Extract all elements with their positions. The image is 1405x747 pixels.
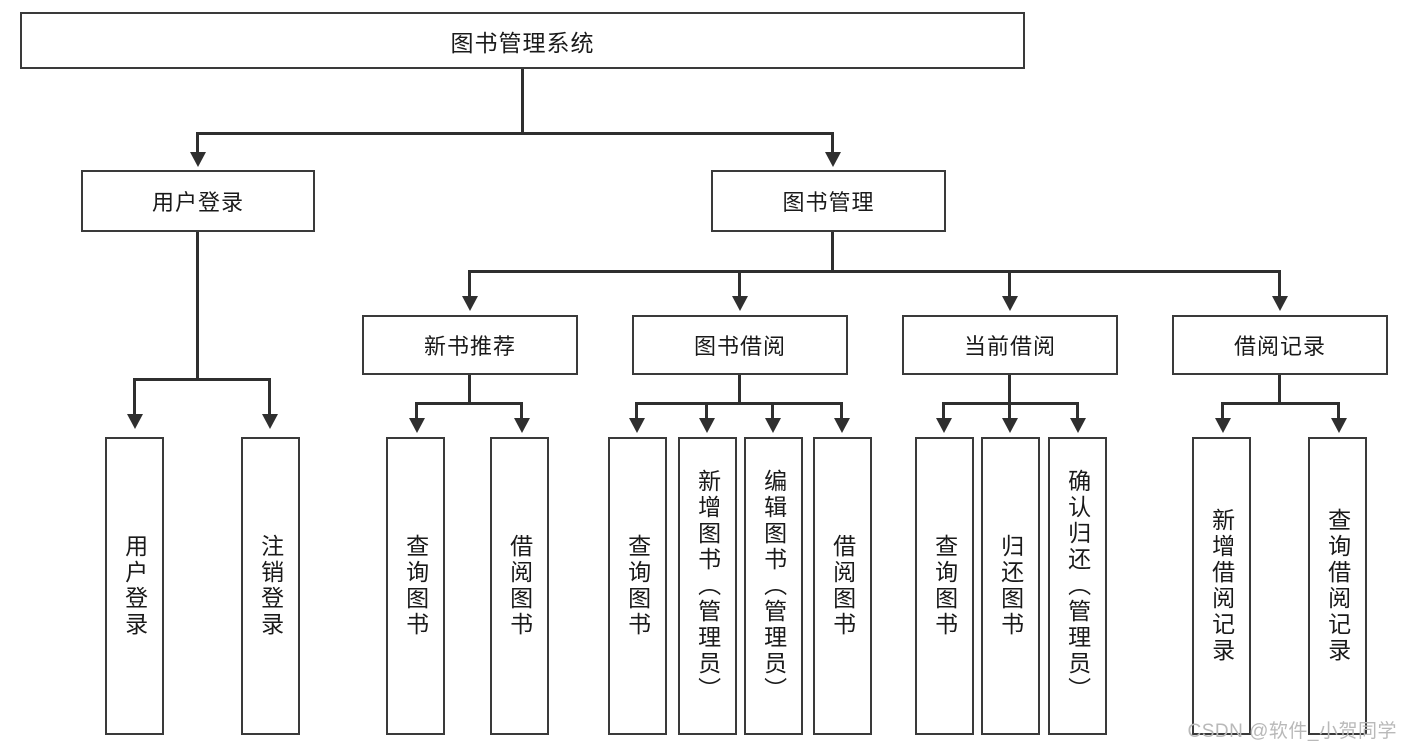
arrow-down-icon: [1272, 296, 1288, 311]
connector-to-leaf: [1221, 402, 1224, 420]
node-label: 用户登录: [121, 534, 148, 638]
arrow-down-icon: [1215, 418, 1231, 433]
arrow-down-icon: [1002, 296, 1018, 311]
connector-to-borrow-record: [1278, 270, 1281, 298]
arrow-down-icon: [1331, 418, 1347, 433]
arrow-down-icon: [629, 418, 645, 433]
arrow-down-icon: [262, 414, 278, 429]
leaf-edit-book-admin[interactable]: 编辑图书（管理员）: [744, 437, 803, 735]
connector-to-leaf: [1337, 402, 1340, 420]
arrow-down-icon: [732, 296, 748, 311]
node-label: 当前借阅: [963, 334, 1056, 359]
arrow-down-icon: [1070, 418, 1086, 433]
node-label: 查询图书: [402, 534, 429, 638]
arrow-down-icon: [936, 418, 952, 433]
node-label: 新书推荐: [423, 334, 516, 359]
connector-new-book-stem: [468, 375, 471, 404]
node-label: 借阅图书: [506, 534, 533, 638]
node-label: 查询借阅记录: [1324, 508, 1351, 664]
node-label: 用户登录: [151, 190, 244, 215]
node-label: 借阅记录: [1233, 334, 1326, 359]
node-borrow-record[interactable]: 借阅记录: [1172, 315, 1388, 375]
arrow-down-icon: [765, 418, 781, 433]
leaf-user-login[interactable]: 用户登录: [105, 437, 164, 735]
connector-to-leaf: [1076, 402, 1079, 420]
connector-book-management-stem: [831, 232, 834, 272]
arrow-down-icon: [190, 152, 206, 167]
node-book-management[interactable]: 图书管理: [711, 170, 946, 232]
connector-to-leaf: [705, 402, 708, 420]
connector-to-new-book: [468, 270, 471, 298]
connector-root-bar: [196, 132, 834, 135]
connector-to-leaf: [415, 402, 418, 420]
node-label: 图书管理: [782, 190, 875, 215]
connector-new-book-bar: [415, 402, 523, 405]
connector-root-to-user-login: [196, 132, 199, 155]
connector-borrow-record-stem: [1278, 375, 1281, 404]
connector-book-borrow-bar: [635, 402, 843, 405]
leaf-query-book-current[interactable]: 查询图书: [915, 437, 974, 735]
connector-to-leaf: [268, 378, 271, 416]
node-label: 图书借阅: [693, 334, 786, 359]
arrow-down-icon: [462, 296, 478, 311]
node-user-login[interactable]: 用户登录: [81, 170, 315, 232]
node-label: 借阅图书: [829, 534, 856, 638]
node-label: 图书管理系统: [450, 29, 595, 56]
connector-to-leaf: [635, 402, 638, 420]
leaf-query-borrow-record[interactable]: 查询借阅记录: [1308, 437, 1367, 735]
node-root-book-management-system[interactable]: 图书管理系统: [20, 12, 1025, 69]
node-label: 确认归还（管理员）: [1064, 469, 1091, 703]
connector-to-leaf: [1008, 402, 1011, 420]
leaf-query-book-recommend[interactable]: 查询图书: [386, 437, 445, 735]
leaf-add-book-admin[interactable]: 新增图书（管理员）: [678, 437, 737, 735]
arrow-down-icon: [409, 418, 425, 433]
node-label: 注销登录: [257, 534, 284, 638]
node-label: 新增图书（管理员）: [694, 469, 721, 703]
connector-root-stem: [521, 69, 524, 132]
connector-book-borrow-stem: [738, 375, 741, 404]
node-label: 编辑图书（管理员）: [760, 469, 787, 703]
connector-to-current-borrow: [1008, 270, 1011, 298]
connector-borrow-record-bar: [1221, 402, 1339, 405]
connector-to-book-borrow: [738, 270, 741, 298]
node-label: 归还图书: [997, 534, 1024, 638]
connector-user-login-stem: [196, 232, 199, 380]
connector-to-leaf: [133, 378, 136, 416]
connector-to-leaf: [771, 402, 774, 420]
connector-to-leaf: [840, 402, 843, 420]
arrow-down-icon: [825, 152, 841, 167]
node-new-book-recommend[interactable]: 新书推荐: [362, 315, 578, 375]
node-label: 新增借阅记录: [1208, 508, 1235, 664]
arrow-down-icon: [699, 418, 715, 433]
node-book-borrow[interactable]: 图书借阅: [632, 315, 848, 375]
connector-current-borrow-stem: [1008, 375, 1011, 404]
connector-root-to-book-management: [831, 132, 834, 155]
leaf-logout[interactable]: 注销登录: [241, 437, 300, 735]
leaf-query-book-borrow[interactable]: 查询图书: [608, 437, 667, 735]
arrow-down-icon: [834, 418, 850, 433]
connector-to-leaf: [942, 402, 945, 420]
leaf-add-borrow-record[interactable]: 新增借阅记录: [1192, 437, 1251, 735]
connector-user-login-bar: [133, 378, 270, 381]
leaf-confirm-return-admin[interactable]: 确认归还（管理员）: [1048, 437, 1107, 735]
node-label: 查询图书: [931, 534, 958, 638]
arrow-down-icon: [514, 418, 530, 433]
leaf-return-book[interactable]: 归还图书: [981, 437, 1040, 735]
leaf-borrow-book[interactable]: 借阅图书: [813, 437, 872, 735]
node-label: 查询图书: [624, 534, 651, 638]
connector-to-leaf: [520, 402, 523, 420]
leaf-borrow-book-recommend[interactable]: 借阅图书: [490, 437, 549, 735]
arrow-down-icon: [1002, 418, 1018, 433]
arrow-down-icon: [127, 414, 143, 429]
node-current-borrow[interactable]: 当前借阅: [902, 315, 1118, 375]
connector-book-management-bar: [468, 270, 1280, 273]
